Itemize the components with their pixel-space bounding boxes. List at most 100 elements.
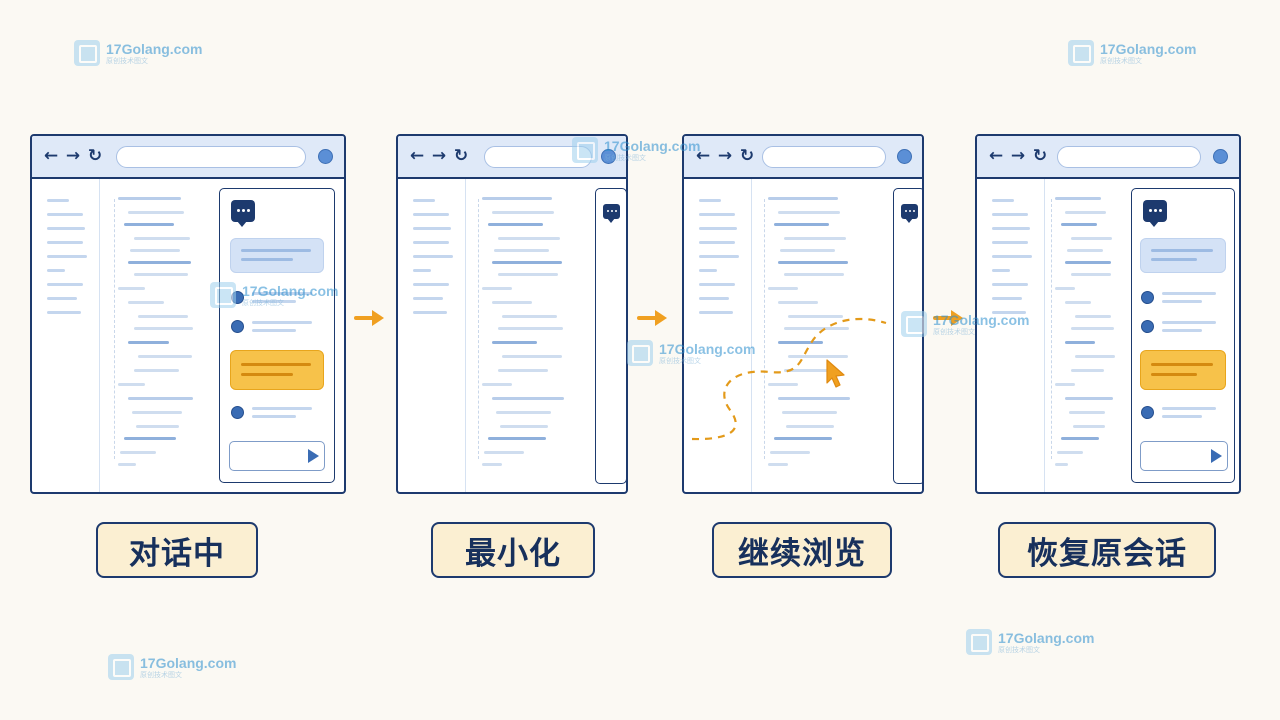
content-placeholder-line bbox=[1071, 327, 1114, 330]
chat-icon[interactable] bbox=[603, 204, 620, 223]
address-bar[interactable] bbox=[762, 146, 886, 168]
step-arrow-1 bbox=[354, 310, 384, 326]
content-placeholder-line bbox=[482, 383, 512, 386]
step-arrow-2 bbox=[637, 310, 667, 326]
sidebar-placeholder-line bbox=[413, 269, 431, 272]
forward-arrow-icon[interactable]: → bbox=[717, 146, 733, 166]
sidebar-placeholder-line bbox=[699, 241, 735, 244]
content-placeholder-line bbox=[1061, 437, 1099, 440]
content-placeholder-line bbox=[484, 451, 524, 454]
content-placeholder-line bbox=[124, 223, 174, 226]
content-placeholder-line bbox=[498, 273, 558, 276]
chat-icon[interactable] bbox=[1143, 200, 1167, 227]
back-arrow-icon[interactable]: ← bbox=[409, 146, 425, 166]
nav-buttons: ← → ↻ bbox=[408, 147, 470, 165]
sidebar-placeholder-line bbox=[992, 227, 1030, 230]
sidebar-placeholder-line bbox=[47, 297, 77, 300]
sidebar-placeholder-line bbox=[699, 255, 739, 258]
forward-arrow-icon[interactable]: → bbox=[65, 146, 81, 166]
message-avatar-dot bbox=[231, 320, 244, 333]
send-icon[interactable] bbox=[308, 449, 319, 463]
sidebar-placeholder-line bbox=[413, 255, 453, 258]
content-placeholder-line bbox=[784, 237, 846, 240]
forward-arrow-icon[interactable]: → bbox=[431, 146, 447, 166]
content-placeholder-line bbox=[118, 197, 181, 200]
sidebar-placeholder-line bbox=[413, 311, 447, 314]
send-icon[interactable] bbox=[1211, 449, 1222, 463]
back-arrow-icon[interactable]: ← bbox=[695, 146, 711, 166]
reload-icon[interactable]: ↻ bbox=[453, 146, 469, 166]
content-placeholder-line bbox=[768, 197, 838, 200]
sidebar-placeholder-line bbox=[413, 297, 443, 300]
browser-toolbar: ← → ↻ bbox=[977, 136, 1239, 179]
content-placeholder-line bbox=[492, 261, 562, 264]
minimized-chat-tab[interactable] bbox=[595, 188, 626, 484]
content-placeholder-line bbox=[786, 425, 834, 428]
page-content bbox=[32, 179, 344, 492]
reload-icon[interactable]: ↻ bbox=[87, 146, 103, 166]
content-placeholder-line bbox=[138, 355, 192, 358]
profile-icon[interactable] bbox=[601, 149, 616, 164]
chat-panel bbox=[1131, 188, 1235, 483]
content-placeholder-line bbox=[778, 301, 818, 304]
profile-icon[interactable] bbox=[897, 149, 912, 164]
content-placeholder-line bbox=[124, 437, 176, 440]
content-placeholder-line bbox=[488, 223, 543, 226]
reload-icon[interactable]: ↻ bbox=[1032, 146, 1048, 166]
sidebar-placeholder-line bbox=[992, 213, 1028, 216]
content-placeholder-line bbox=[778, 341, 823, 344]
content-placeholder-line bbox=[774, 223, 829, 226]
content-placeholder-line bbox=[128, 397, 193, 400]
content-placeholder-line bbox=[784, 327, 849, 330]
message-avatar-dot bbox=[1141, 406, 1154, 419]
content-placeholder-line bbox=[1055, 287, 1075, 290]
watermark-logo-icon bbox=[627, 340, 653, 366]
profile-icon[interactable] bbox=[1213, 149, 1228, 164]
sidebar-placeholder-line bbox=[413, 213, 449, 216]
address-bar[interactable] bbox=[1057, 146, 1201, 168]
content-placeholder-line bbox=[132, 411, 182, 414]
back-arrow-icon[interactable]: ← bbox=[43, 146, 59, 166]
content-placeholder-line bbox=[498, 369, 548, 372]
page-sidebar bbox=[398, 179, 466, 492]
forward-arrow-icon[interactable]: → bbox=[1010, 146, 1026, 166]
step-label-restored: 恢复原会话 bbox=[998, 522, 1216, 578]
content-placeholder-line bbox=[120, 451, 156, 454]
page-content bbox=[977, 179, 1239, 492]
content-placeholder-line bbox=[492, 341, 537, 344]
reload-icon[interactable]: ↻ bbox=[739, 146, 755, 166]
chat-input[interactable] bbox=[1140, 441, 1228, 471]
nav-buttons: ← → ↻ bbox=[987, 147, 1049, 165]
content-placeholder-line bbox=[768, 463, 788, 466]
chat-icon[interactable] bbox=[231, 200, 255, 227]
back-arrow-icon[interactable]: ← bbox=[988, 146, 1004, 166]
step-label-browsing: 继续浏览 bbox=[712, 522, 892, 578]
sidebar-placeholder-line bbox=[699, 227, 737, 230]
chat-highlight-bubble bbox=[1140, 350, 1226, 390]
content-placeholder-line bbox=[1069, 411, 1105, 414]
sidebar-placeholder-line bbox=[699, 283, 735, 286]
content-placeholder-line bbox=[1071, 237, 1112, 240]
content-placeholder-line bbox=[498, 327, 563, 330]
content-placeholder-line bbox=[494, 249, 549, 252]
chat-message-bubble bbox=[230, 238, 324, 273]
content-placeholder-line bbox=[138, 315, 188, 318]
message-avatar-dot bbox=[1141, 291, 1154, 304]
chat-icon[interactable] bbox=[901, 204, 918, 223]
sidebar-placeholder-line bbox=[992, 241, 1028, 244]
profile-icon[interactable] bbox=[318, 149, 333, 164]
content-placeholder-line bbox=[482, 463, 502, 466]
sidebar-placeholder-line bbox=[992, 283, 1028, 286]
browser-toolbar: ← → ↻ bbox=[32, 136, 344, 179]
chat-input[interactable] bbox=[229, 441, 325, 471]
address-bar[interactable] bbox=[116, 146, 306, 168]
sidebar-placeholder-line bbox=[992, 297, 1022, 300]
content-placeholder-line bbox=[1073, 425, 1105, 428]
tree-guide-line bbox=[1051, 199, 1052, 459]
watermark-logo-icon bbox=[210, 282, 236, 308]
watermark-logo-icon bbox=[901, 311, 927, 337]
content-placeholder-line bbox=[496, 411, 551, 414]
